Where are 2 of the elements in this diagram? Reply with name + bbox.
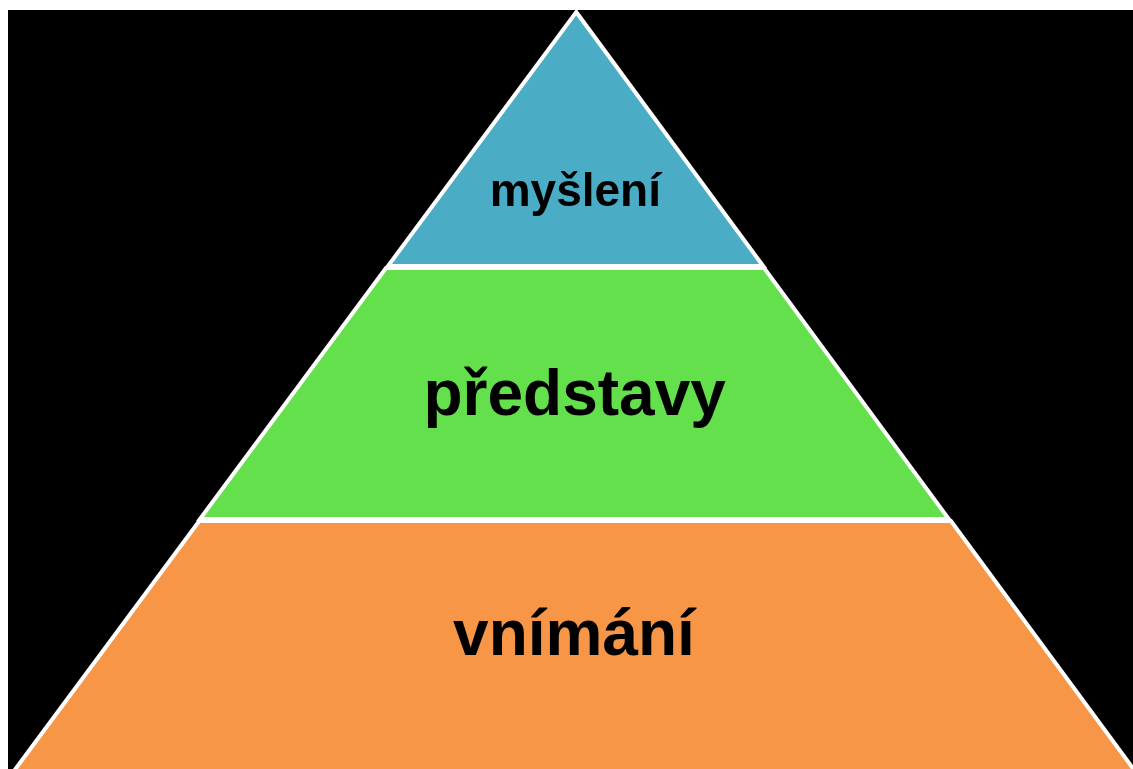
tier-label: vnímání: [453, 597, 695, 669]
pyramid-tier: [10, 521, 1133, 769]
